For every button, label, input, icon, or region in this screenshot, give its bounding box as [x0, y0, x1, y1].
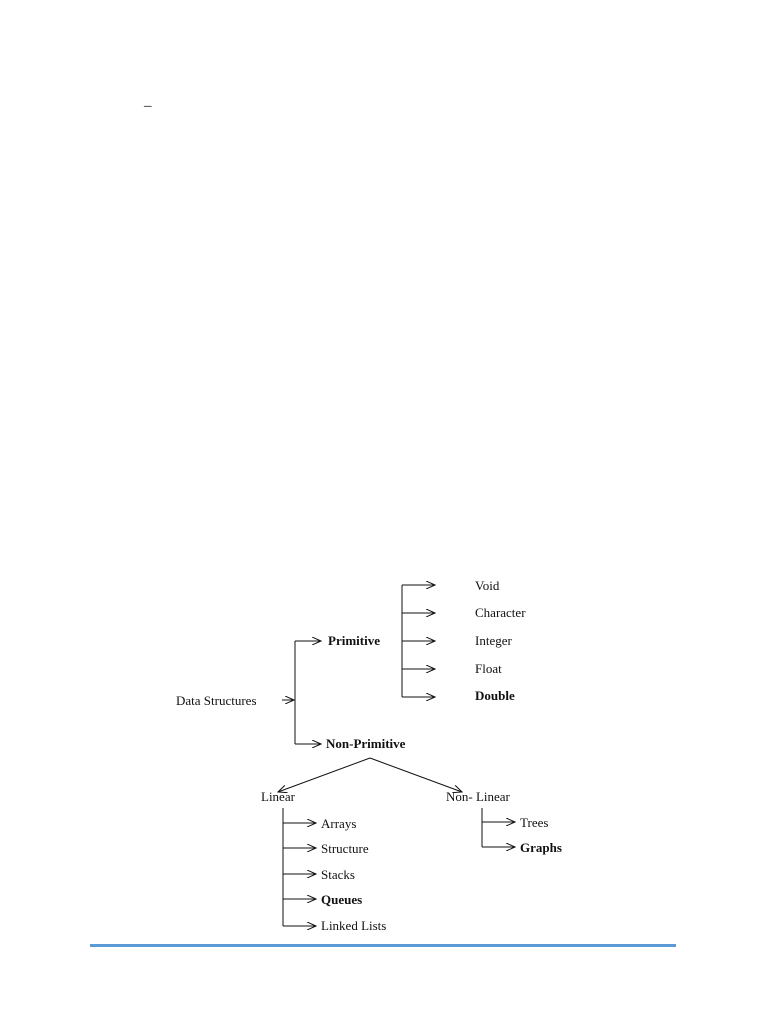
- linear-arrow: [278, 757, 371, 792]
- non-primitive-label: Non-Primitive: [326, 736, 406, 751]
- linear-item: Arrays: [321, 816, 356, 831]
- linear-item: Linked Lists: [321, 918, 386, 933]
- primitive-item: Integer: [475, 633, 512, 648]
- non-linear-item: Graphs: [520, 840, 562, 855]
- primitive-item: Double: [475, 688, 515, 703]
- stray-dash-mark: _: [144, 93, 152, 109]
- non-linear-arrow: [369, 757, 462, 792]
- primitive-item: Void: [475, 578, 500, 593]
- connector-lines: [278, 585, 515, 926]
- linear-item: Structure: [321, 841, 369, 856]
- non-linear-label: Non- Linear: [446, 789, 511, 804]
- linear-item: Stacks: [321, 867, 355, 882]
- linear-item: Queues: [321, 892, 362, 907]
- root-label: Data Structures: [176, 693, 257, 708]
- primitive-item: Character: [475, 605, 526, 620]
- footer-rule: [90, 944, 676, 947]
- non-linear-item: Trees: [520, 815, 548, 830]
- primitive-label: Primitive: [328, 633, 380, 648]
- primitive-item: Float: [475, 661, 502, 676]
- linear-label: Linear: [261, 789, 296, 804]
